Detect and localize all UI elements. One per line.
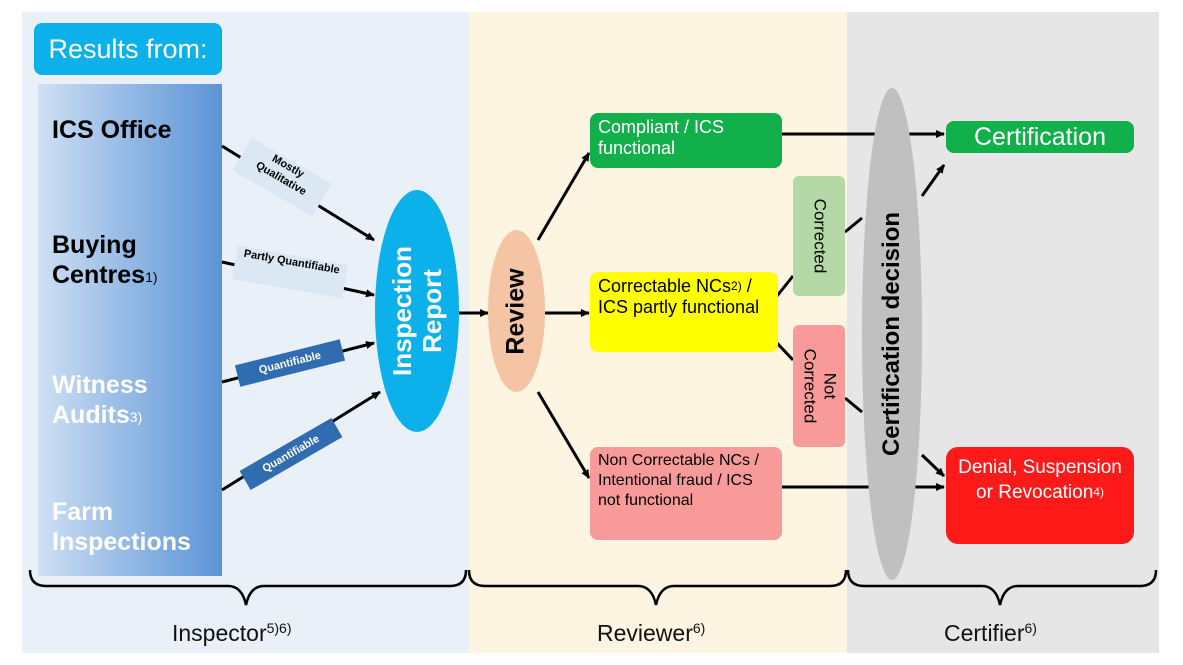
result-certification: Certification (946, 121, 1134, 153)
inspection-report-node: Inspection Report (375, 190, 459, 432)
certifier-bracket (846, 569, 1158, 606)
source-ics-office: ICS Office (52, 116, 172, 144)
source-farm-inspections: Farm Inspections (52, 498, 191, 556)
not-corrected-path: Not Corrected (793, 325, 845, 447)
result-denial: Denial, Suspension or Revocation4) (946, 447, 1134, 544)
review-node: Review (488, 230, 545, 392)
sources-panel (38, 84, 222, 576)
source-witness-audits: Witness Audits3) (52, 371, 148, 429)
line-notcorrected-to-decision (844, 396, 863, 414)
source-buying-centres: Buying Centres1) (52, 231, 158, 289)
line-corrected-to-decision (844, 216, 863, 234)
outcome-compliant: Compliant / ICS functional (590, 113, 782, 168)
role-inspector: Inspector5)6) (172, 620, 292, 646)
role-certifier: Certifier6) (944, 620, 1037, 646)
arrow-decision-to-denial (920, 453, 946, 478)
line-correctable-to-corrected (775, 275, 795, 297)
corrected-path: Corrected (793, 176, 845, 296)
arrow-review-to-noncorrectable (536, 391, 591, 479)
outcome-correctable: Correctable NCs2) / ICS partly functiona… (590, 272, 778, 352)
arrow-decision-to-certification (920, 164, 946, 197)
arrow-review-to-compliant (536, 152, 591, 241)
outcome-noncorrectable: Non Correctable NCs / Intentional fraud … (590, 447, 782, 540)
role-reviewer: Reviewer6) (597, 620, 706, 646)
inspector-bracket (28, 569, 468, 606)
role-brackets (28, 569, 1158, 606)
reviewer-bracket (467, 569, 848, 606)
results-from-label: Results from: (34, 23, 222, 75)
line-correctable-to-notcorrected (775, 341, 795, 362)
certification-decision-node: Certification decision (862, 88, 922, 580)
